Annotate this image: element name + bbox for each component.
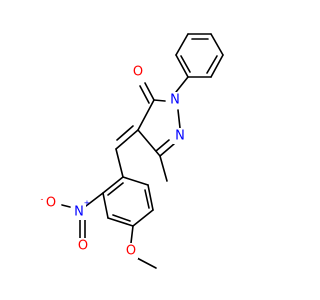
svg-text:O: O — [133, 65, 143, 80]
svg-text:+: + — [84, 199, 91, 208]
atom-label-n-nitro: N + — [72, 199, 91, 220]
svg-text:O: O — [46, 196, 56, 211]
atom-label-n-imine: N — [173, 128, 187, 144]
exocyclic-double-bond — [115, 125, 139, 150]
svg-text:N: N — [74, 205, 84, 220]
svg-text:O: O — [126, 244, 136, 259]
methyl-bond — [159, 155, 168, 182]
bond-nitro-o-minus — [61, 204, 71, 208]
svg-text:N: N — [170, 93, 180, 108]
svg-text:O: O — [78, 239, 88, 254]
phenyl-ring — [175, 33, 224, 78]
structure-diagram: O N N N + O - O O — [41, 33, 224, 269]
bond-methoxy-ch3 — [136, 257, 157, 269]
bond-phenyl-n — [175, 76, 189, 93]
carbonyl-bond — [139, 82, 155, 104]
svg-text:N: N — [175, 129, 185, 144]
svg-text:-: - — [41, 195, 44, 204]
bond-ch-aryl — [115, 148, 124, 178]
atom-label-o-nitro-double: O — [76, 238, 90, 254]
atom-label-n-phenyl: N — [168, 92, 182, 108]
bond-aryl-nitro — [85, 192, 104, 207]
pyrazolone-ring — [137, 99, 181, 157]
atom-label-o-methoxy: O — [124, 243, 138, 259]
bond-nitro-o-double — [79, 218, 86, 239]
atom-label-o-nitro-minus: O - — [41, 195, 59, 211]
bond-aryl-methoxy — [130, 225, 134, 244]
aryl-ring — [102, 176, 154, 227]
atom-label-o-carbonyl: O — [131, 64, 145, 80]
